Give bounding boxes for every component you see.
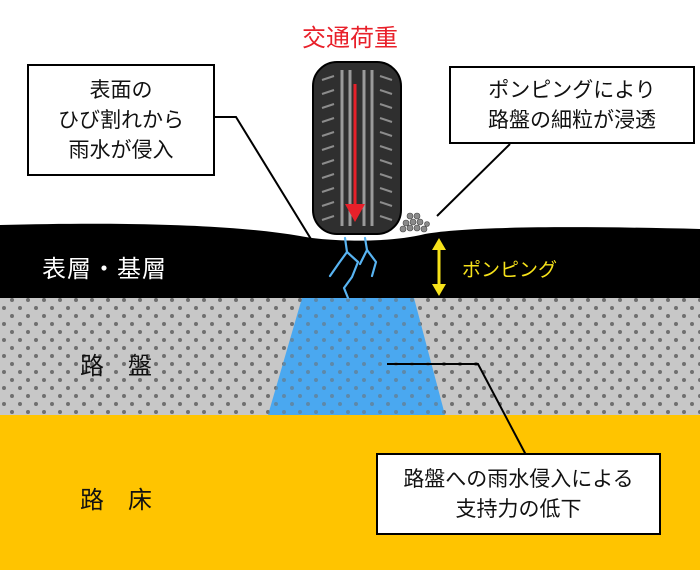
callout-line: 路盤の細粒が浸透 — [488, 108, 656, 132]
crack-lines — [328, 236, 378, 300]
callout-support-loss: 路盤への雨水侵入による 支持力の低下 — [376, 453, 661, 535]
callout-line: 支持力の低下 — [455, 497, 582, 521]
callout-crack-infiltration: 表面の ひび割れから 雨水が侵入 — [27, 64, 215, 176]
surface-layer — [0, 223, 700, 298]
traffic-load-title: 交通荷重 — [302, 24, 398, 52]
leader-line-support — [387, 363, 527, 456]
leader-line-pumping — [436, 143, 511, 217]
pumping-label: ポンピング — [462, 259, 558, 281]
fine-particles — [399, 212, 430, 233]
surface-layer-label: 表層・基層 — [42, 255, 167, 283]
load-arrow-icon — [345, 84, 365, 222]
subgrade-layer-label: 路 床 — [80, 486, 152, 514]
pumping-arrow-icon — [432, 238, 446, 296]
water-infiltration-dots — [268, 298, 445, 415]
callout-line: 雨水が侵入 — [68, 138, 174, 162]
callout-line: 表面の — [89, 78, 153, 102]
callout-line: ポンピングにより — [488, 78, 656, 102]
leader-line-cracks — [213, 116, 323, 258]
callout-pumping-fines: ポンピングにより 路盤の細粒が浸透 — [449, 66, 695, 144]
tire-icon — [312, 61, 402, 235]
callout-line: 路盤への雨水侵入による — [403, 467, 634, 491]
callout-line: ひび割れから — [58, 108, 184, 132]
base-layer-label: 路 盤 — [80, 352, 152, 380]
